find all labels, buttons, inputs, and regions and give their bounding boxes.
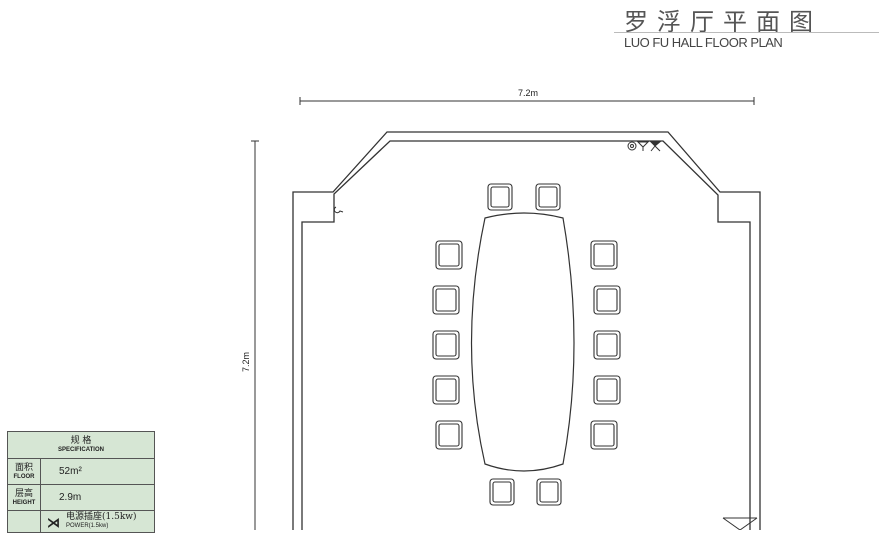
chair bbox=[432, 285, 460, 315]
chair bbox=[593, 285, 621, 315]
dimension-width-label: 7.2m bbox=[518, 88, 538, 98]
door-bottom-right bbox=[722, 517, 758, 530]
power-label-cn: 电源插座(1.5kw) bbox=[66, 512, 137, 522]
chair bbox=[432, 330, 460, 360]
chair bbox=[593, 330, 621, 360]
chair bbox=[535, 183, 561, 211]
conference-table bbox=[470, 212, 575, 472]
speaker-icon bbox=[627, 141, 637, 151]
chair bbox=[435, 420, 463, 450]
chair bbox=[536, 478, 562, 506]
title-divider bbox=[614, 32, 879, 33]
floor-label-cn: 面积 bbox=[14, 462, 33, 473]
height-label-en: HEIGHT bbox=[12, 499, 36, 506]
chair bbox=[432, 375, 460, 405]
dimension-depth bbox=[251, 140, 259, 530]
inner-wall bbox=[301, 140, 751, 530]
camera-icon bbox=[648, 140, 663, 152]
dimension-depth-label: 7.2m bbox=[241, 352, 251, 372]
light-icon bbox=[636, 141, 650, 151]
chair bbox=[487, 183, 513, 211]
chair bbox=[593, 375, 621, 405]
height-value: 2.9m bbox=[40, 484, 155, 511]
floor-label-en: FLOOR bbox=[13, 473, 35, 480]
chair bbox=[489, 478, 515, 506]
specification-table: 规 格 SPECIFICATION 面积 FLOOR 52m² 层高 HEIGH… bbox=[7, 431, 155, 533]
spec-header-cn: 规 格 bbox=[70, 436, 92, 446]
chair bbox=[435, 240, 463, 270]
outlet-icon bbox=[333, 206, 344, 214]
chair bbox=[590, 240, 618, 270]
power-label-en: POWER(1.5kw) bbox=[66, 523, 109, 529]
chair bbox=[590, 420, 618, 450]
dimension-width bbox=[299, 97, 755, 105]
title-en: LUO FU HALL FLOOR PLAN bbox=[624, 35, 783, 50]
title-cn: 罗浮厅平面图 bbox=[624, 8, 822, 36]
outer-wall bbox=[292, 131, 761, 530]
floor-value: 52m² bbox=[40, 458, 155, 485]
power-outlet-icon: ⋊ bbox=[47, 515, 60, 530]
ceiling-fixtures bbox=[333, 140, 663, 214]
spec-header-en: SPECIFICATION bbox=[58, 447, 104, 453]
height-label-cn: 层高 bbox=[14, 488, 33, 499]
